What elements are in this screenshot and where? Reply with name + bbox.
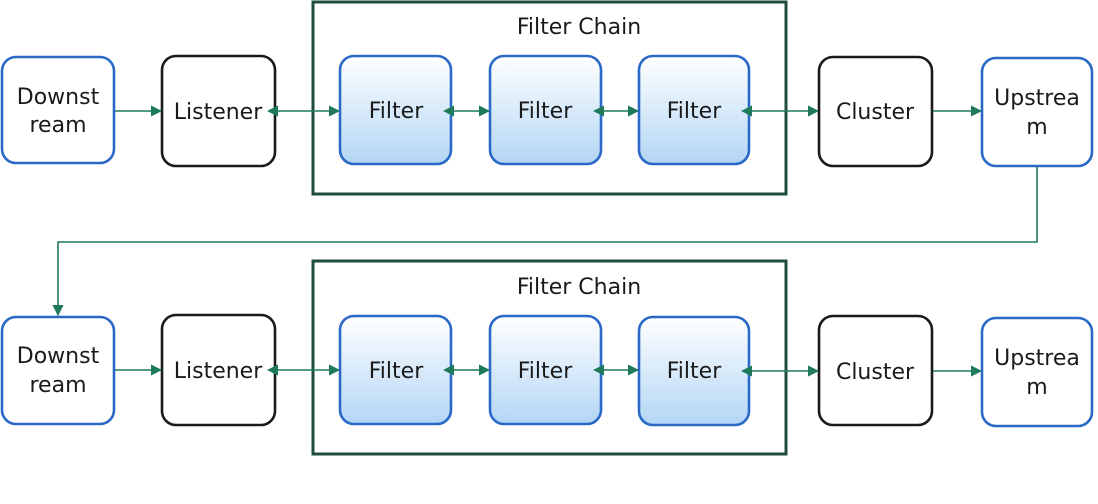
filter-node-3: Filter: [637, 54, 751, 166]
filter-chain-box: [311, 0, 788, 196]
listener-label: Listener: [174, 100, 263, 125]
listener-node: Listener: [160, 54, 277, 168]
downstream-label-line-1: Downst: [17, 85, 100, 110]
filter-node-1: Filter: [338, 54, 453, 166]
upstream-label-line-2: m: [1026, 115, 1047, 140]
filter-node-2: Filter: [488, 54, 603, 166]
cluster-node: Cluster: [817, 55, 934, 168]
filter-node-1: Filter: [338, 314, 453, 426]
filter-label: Filter: [369, 359, 424, 384]
filter-node-3: Filter: [637, 315, 751, 427]
row-1: Filter Chain Downst ream Listener Filter…: [0, 0, 1094, 196]
filter-label: Filter: [667, 99, 722, 124]
cluster-label: Cluster: [836, 360, 915, 385]
upstream-node: Upstrea m: [980, 316, 1094, 428]
arrow-upstream-to-downstream-loop: [52, 167, 1038, 317]
filter-node-2: Filter: [488, 314, 603, 426]
listener-label: Listener: [174, 359, 263, 384]
upstream-label-line-1: Upstrea: [994, 86, 1080, 111]
filter-label: Filter: [518, 99, 573, 124]
downstream-label-line-1: Downst: [17, 344, 100, 369]
row-2: Filter Chain Downst ream Listener Filter…: [0, 259, 1094, 456]
listener-node: Listener: [160, 313, 277, 427]
upstream-node: Upstrea m: [980, 56, 1094, 168]
downstream-node: Downst ream: [0, 55, 116, 165]
downstream-label-line-2: ream: [29, 373, 86, 398]
filter-chain-box: [311, 259, 788, 456]
upstream-label-line-2: m: [1026, 375, 1047, 400]
filter-chain-title: Filter Chain: [517, 275, 641, 300]
filter-chain-title: Filter Chain: [517, 15, 641, 40]
filter-label: Filter: [518, 359, 573, 384]
filter-label: Filter: [667, 359, 722, 384]
cluster-node: Cluster: [817, 314, 934, 427]
downstream-label-line-2: ream: [29, 113, 86, 138]
cluster-label: Cluster: [836, 100, 915, 125]
downstream-node: Downst ream: [0, 315, 116, 426]
filter-label: Filter: [369, 99, 424, 124]
upstream-label-line-1: Upstrea: [994, 346, 1080, 371]
